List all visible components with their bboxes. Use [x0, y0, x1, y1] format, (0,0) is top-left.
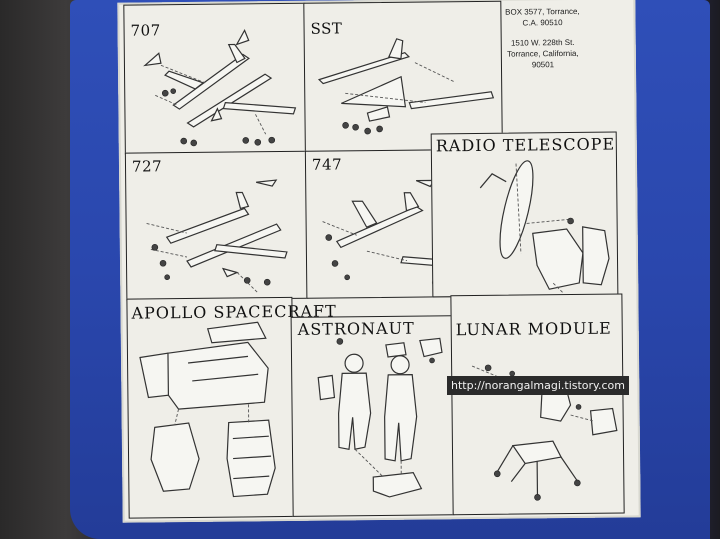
panel-astronaut: ASTRONAUT — [290, 315, 455, 517]
panel-727: 727 — [124, 150, 309, 301]
radio-telescope-diagram — [479, 160, 610, 294]
panel-lunar-module: LUNAR MODULE — [450, 293, 625, 516]
plane-707-diagram — [143, 29, 297, 147]
plane-727-diagram — [146, 179, 288, 293]
astronaut-diagram — [317, 337, 443, 498]
panel-apollo-spacecraft: APOLLO SPACECRAFT — [126, 296, 337, 519]
address-line-1: BOX 3577, Torrance, — [505, 6, 580, 17]
plane-747-diagram — [322, 179, 470, 288]
panel-radio-telescope: RADIO TELESCOPE — [430, 131, 619, 298]
instruction-sheet: 707 SST BOX — [117, 0, 641, 523]
address-line-4: Torrance, California, — [507, 48, 579, 59]
lunar-module-diagram — [471, 364, 618, 501]
sst-diagram — [317, 38, 495, 135]
address-line-3: 1510 W. 228th St. — [510, 37, 575, 48]
panel-707: 707 — [123, 2, 307, 155]
address-line-5: 90501 — [531, 60, 555, 70]
watermark-url: http://norangalmagi.tistory.com — [447, 376, 629, 395]
address-line-2: C.A. 90510 — [522, 18, 563, 28]
panel-747: 747 — [304, 148, 483, 299]
manufacturer-address: BOX 3577, Torrance, C.A. 90510 1510 W. 2… — [499, 6, 586, 71]
panel-sst: SST — [303, 0, 503, 153]
apollo-spacecraft-diagram — [139, 321, 276, 498]
